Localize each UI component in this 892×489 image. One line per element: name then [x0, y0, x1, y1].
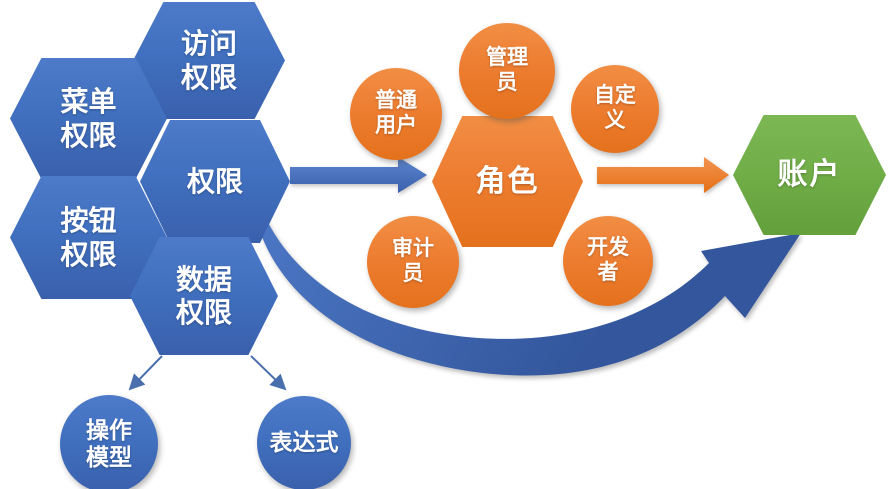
hex-menu-permission: 菜单 权限: [10, 58, 167, 179]
arrow-role-to-account: [597, 157, 729, 193]
hex-role-label: 角色: [475, 164, 540, 198]
circle-developer-label: 开发 者: [587, 236, 629, 284]
circle-admin-label: 管理 员: [486, 46, 528, 94]
hex-account: 账户: [733, 115, 886, 235]
hex-button-permission-label: 按钮 权限: [60, 205, 117, 270]
hex-account-label: 账户: [777, 158, 842, 192]
curved-arrow-data-to-account: [252, 197, 801, 376]
hex-menu-permission-label: 菜单 权限: [60, 86, 117, 151]
circle-custom-label: 自定 义: [594, 84, 636, 132]
circle-expression: 表达式: [257, 396, 351, 489]
hex-data-permission: 数据 权限: [130, 237, 278, 355]
circle-operation-model: 操作 模型: [60, 395, 158, 489]
circle-operation-model-label: 操作 模型: [86, 416, 132, 470]
circle-custom: 自定 义: [571, 65, 659, 153]
circle-normal-user-label: 普通 用户: [375, 89, 417, 137]
hex-access-permission-label: 访问 权限: [180, 28, 237, 93]
hex-permission-label: 权限: [186, 165, 243, 197]
arrow-data-to-expression: [250, 355, 287, 391]
hex-data-permission-label: 数据 权限: [175, 263, 232, 328]
hex-permission: 权限: [140, 120, 290, 243]
hex-role: 角色: [432, 116, 583, 247]
circle-auditor-label: 审计 员: [392, 237, 434, 285]
circle-admin: 管理 员: [459, 23, 555, 119]
circle-normal-user: 普通 用户: [350, 68, 442, 160]
arrow-data-to-operation-model: [128, 355, 163, 391]
hex-access-permission: 访问 权限: [133, 2, 285, 119]
circle-developer: 开发 者: [563, 216, 653, 306]
arrow-permission-to-role: [290, 157, 427, 193]
circle-expression-label: 表达式: [269, 429, 339, 456]
circle-auditor: 审计 员: [367, 216, 459, 308]
